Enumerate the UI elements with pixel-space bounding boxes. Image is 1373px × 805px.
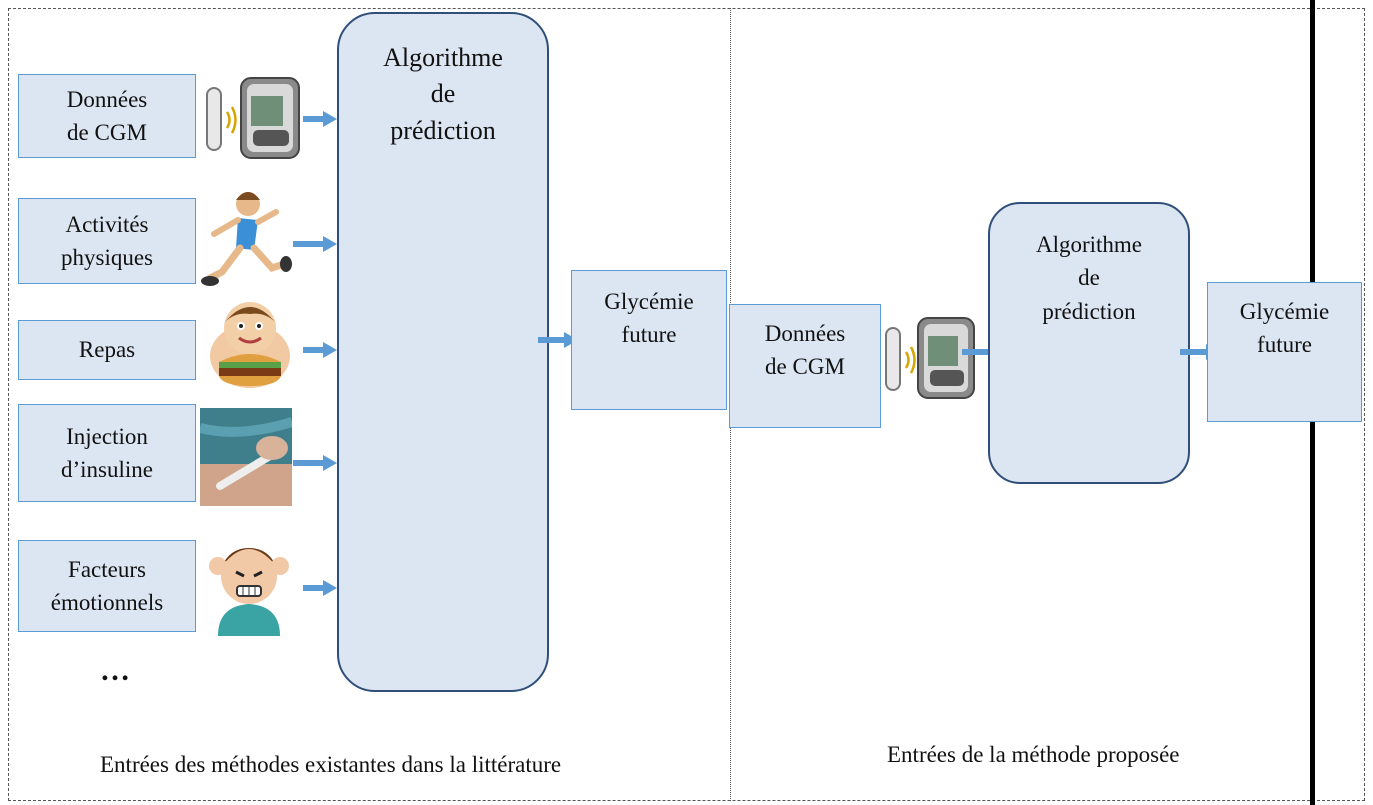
runner-icon <box>200 186 292 296</box>
input-box-cgm: Données de CGM <box>18 74 196 158</box>
arrow-activity-to-algo <box>293 236 337 252</box>
arrow-meal-to-algo <box>303 342 337 358</box>
arrow-emotional-to-algo <box>303 580 337 596</box>
algorithm-box-left: Algorithme de prédiction <box>337 12 549 692</box>
cgm-device-icon <box>203 74 303 164</box>
outer-dashed-frame <box>8 8 1365 801</box>
input-box-insulin: Injection d’insuline <box>18 404 196 502</box>
caption-right: Entrées de la méthode proposée <box>887 742 1180 767</box>
input-box-meal: Repas <box>18 320 196 380</box>
input-box-cgm-right: Données de CGM <box>729 304 881 428</box>
output-box-right: Glycémie future <box>1207 282 1362 422</box>
algorithm-box-right: Algorithme de prédiction <box>988 202 1190 484</box>
output-box-left: Glycémie future <box>571 270 727 410</box>
insulin-injection-icon <box>200 408 292 506</box>
arrow-insulin-to-algo <box>293 455 337 471</box>
input-box-emotional: Facteurs émotionnels <box>18 540 196 632</box>
burger-boy-icon <box>205 298 295 390</box>
stressed-person-icon <box>206 536 292 636</box>
input-box-activity: Activités physiques <box>18 198 196 284</box>
caption-left: Entrées des méthodes existantes dans la … <box>100 752 562 777</box>
more-inputs-ellipsis: … <box>100 654 130 687</box>
arrow-cgm-to-algo <box>303 111 337 127</box>
cgm-device-icon-right <box>882 314 978 404</box>
